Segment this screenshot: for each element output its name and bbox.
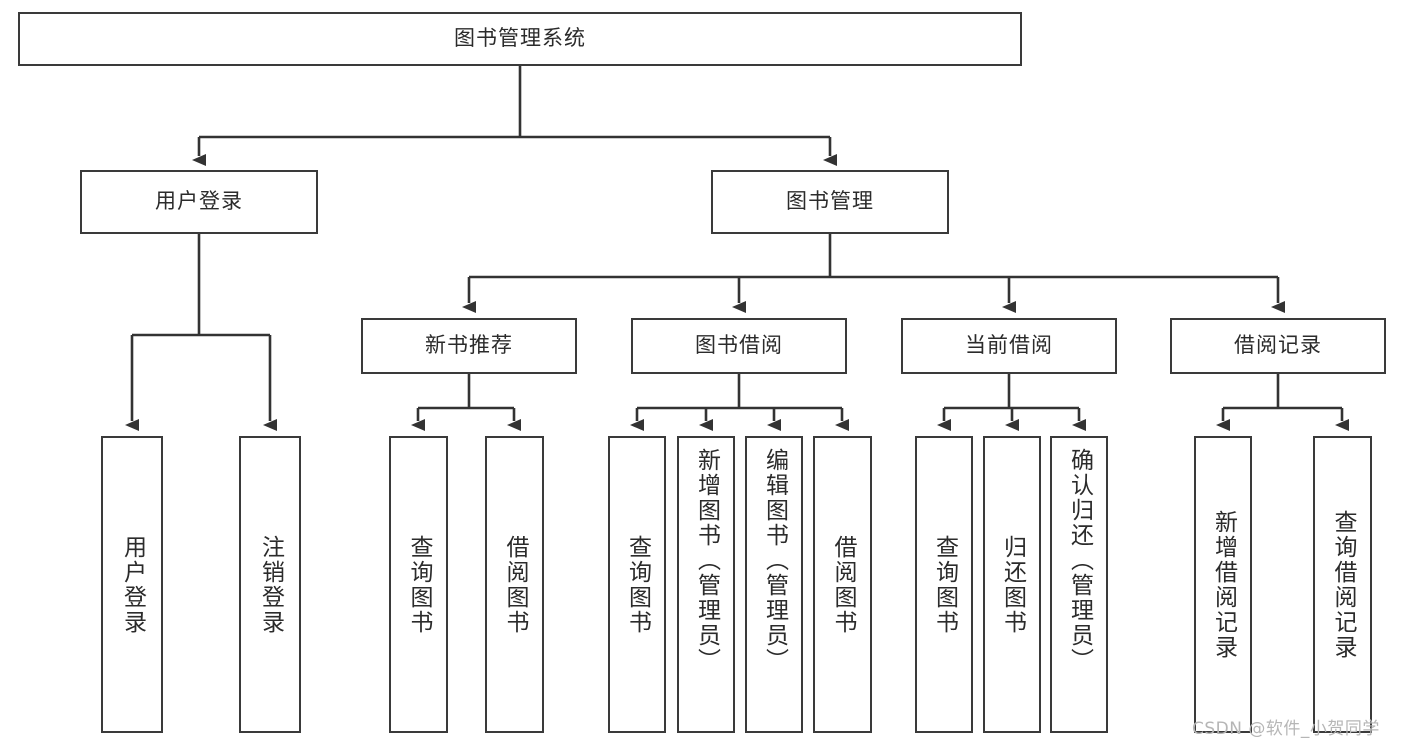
- csdn-watermark-label: CSDN @软件_小贺同学: [1192, 719, 1380, 739]
- node-leaf-query-book-borrow[interactable]: 查询图书: [608, 436, 666, 733]
- node-leaf-add-borrow-record[interactable]: 新增借阅记录: [1194, 436, 1252, 733]
- node-leaf-borrow-book-recommend[interactable]: 借阅图书: [485, 436, 544, 733]
- node-leaf-query-book-borrow-label: 查询图书: [624, 534, 651, 635]
- node-leaf-query-book-current[interactable]: 查询图书: [915, 436, 973, 733]
- node-leaf-logout[interactable]: 注销登录: [239, 436, 301, 733]
- node-leaf-edit-book-admin-label: 编辑图书（管理员）: [761, 448, 788, 673]
- node-level1-book-management[interactable]: 图书管理: [711, 170, 949, 234]
- node-root-label: 图书管理系统: [454, 26, 586, 51]
- node-leaf-return-book-label: 归还图书: [999, 534, 1026, 635]
- node-leaf-add-book-admin[interactable]: 新增图书（管理员）: [677, 436, 735, 733]
- node-leaf-borrow-book[interactable]: 借阅图书: [813, 436, 872, 733]
- node-level2-borrow-record[interactable]: 借阅记录: [1170, 318, 1386, 374]
- node-level1-book-management-label: 图书管理: [786, 189, 874, 214]
- node-leaf-confirm-return-admin[interactable]: 确认归还（管理员）: [1050, 436, 1108, 733]
- node-level1-user-login[interactable]: 用户登录: [80, 170, 318, 234]
- node-level2-book-borrow[interactable]: 图书借阅: [631, 318, 847, 374]
- node-level2-new-book-recommend[interactable]: 新书推荐: [361, 318, 577, 374]
- node-leaf-add-borrow-record-label: 新增借阅记录: [1210, 509, 1237, 660]
- node-leaf-edit-book-admin[interactable]: 编辑图书（管理员）: [745, 436, 803, 733]
- node-leaf-user-login[interactable]: 用户登录: [101, 436, 163, 733]
- node-leaf-query-borrow-record[interactable]: 查询借阅记录: [1313, 436, 1372, 733]
- node-level2-current-borrow-label: 当前借阅: [965, 333, 1053, 358]
- node-leaf-borrow-book-recommend-label: 借阅图书: [502, 534, 529, 635]
- node-leaf-user-login-label: 用户登录: [119, 534, 146, 635]
- csdn-watermark: CSDN @软件_小贺同学: [1192, 714, 1380, 739]
- node-leaf-confirm-return-admin-label: 确认归还（管理员）: [1066, 448, 1093, 673]
- node-leaf-query-book-current-label: 查询图书: [931, 534, 958, 635]
- node-level1-user-login-label: 用户登录: [155, 189, 243, 214]
- node-leaf-query-book-recommend-label: 查询图书: [406, 534, 433, 635]
- node-level2-borrow-record-label: 借阅记录: [1234, 333, 1322, 358]
- node-leaf-query-borrow-record-label: 查询借阅记录: [1330, 509, 1357, 660]
- node-leaf-query-book-recommend[interactable]: 查询图书: [389, 436, 448, 733]
- node-level2-book-borrow-label: 图书借阅: [695, 333, 783, 358]
- node-leaf-borrow-book-label: 借阅图书: [830, 534, 857, 635]
- node-root[interactable]: 图书管理系统: [18, 12, 1022, 66]
- node-leaf-return-book[interactable]: 归还图书: [983, 436, 1041, 733]
- node-level2-new-book-recommend-label: 新书推荐: [425, 333, 513, 358]
- node-leaf-add-book-admin-label: 新增图书（管理员）: [693, 448, 720, 673]
- node-leaf-logout-label: 注销登录: [257, 534, 284, 635]
- node-level2-current-borrow[interactable]: 当前借阅: [901, 318, 1117, 374]
